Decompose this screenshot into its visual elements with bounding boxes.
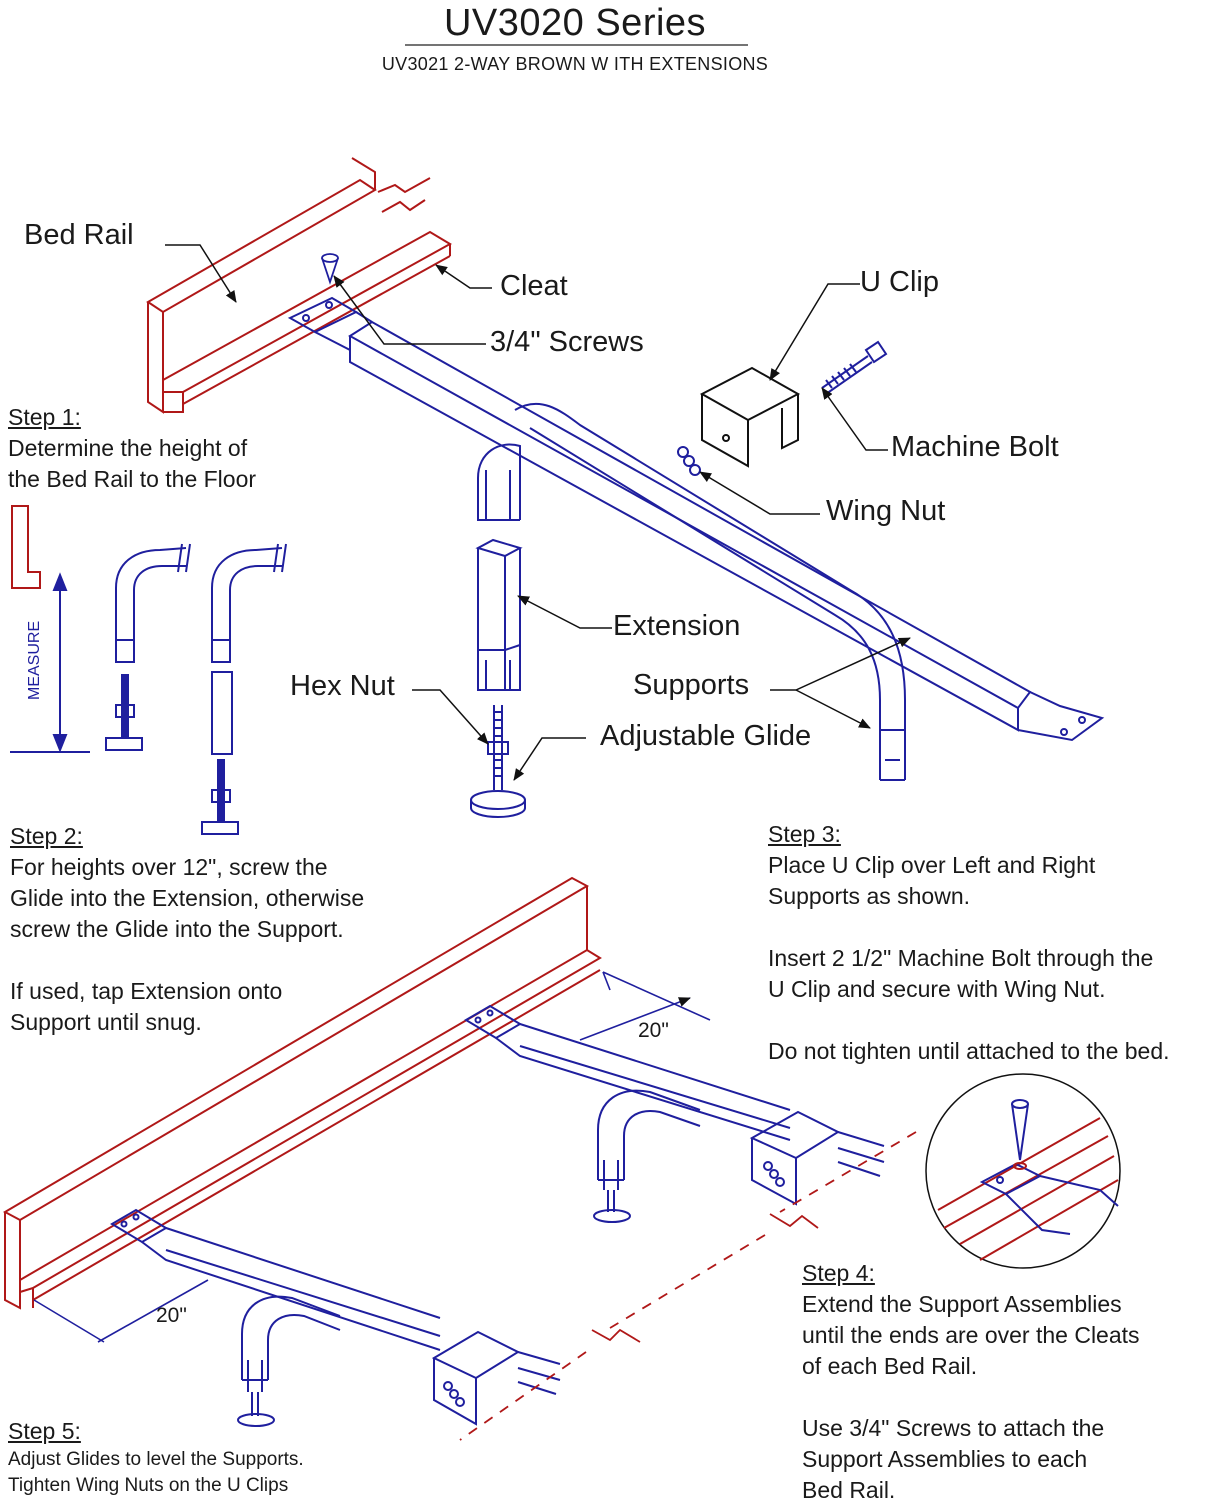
break-line — [459, 1131, 917, 1441]
step-4-line: Bed Rail. — [802, 1477, 896, 1500]
step-4-line: Support Assemblies to each — [802, 1446, 1088, 1472]
step-4: Step 4: Extend the Support Assemblies un… — [802, 1258, 1140, 1500]
step-4-heading: Step 4: — [802, 1260, 875, 1286]
machine-bolt-part — [821, 340, 888, 395]
dimension-upper: 20" — [638, 1019, 669, 1042]
step-4-line: Use 3/4" Screws to attach the — [802, 1415, 1105, 1441]
step-3-line: Insert 2 1/2" Machine Bolt through the — [768, 945, 1154, 971]
page-subtitle: UV3021 2-WAY BROWN W ITH EXTENSIONS — [381, 54, 769, 74]
label-bed-rail: Bed Rail — [24, 219, 134, 251]
step-5-line: Tighten Wing Nuts on the U Clips — [8, 1475, 289, 1496]
measure-diagram — [10, 505, 90, 753]
step-2-line: screw the Glide into the Support. — [10, 916, 344, 942]
step-4-spacer — [802, 1382, 1140, 1413]
wing-nut-part — [677, 446, 701, 476]
detail-circle — [925, 1073, 1121, 1269]
step-5: Step 5: Adjust Glides to level the Suppo… — [8, 1416, 304, 1499]
step-1-heading: Step 1: — [8, 404, 81, 430]
step-2-line: Glide into the Extension, otherwise — [10, 885, 365, 911]
label-u-clip: U Clip — [860, 266, 939, 298]
label-machine-bolt: Machine Bolt — [891, 431, 1059, 463]
support-arm-top — [287, 296, 1105, 781]
step-2: Step 2: For heights over 12", screw the … — [10, 821, 364, 1038]
step-2-line: Support until snug. — [10, 1009, 202, 1035]
label-cleat: Cleat — [500, 270, 568, 302]
label-measure: MEASURE — [26, 620, 43, 700]
extension-part — [475, 538, 523, 691]
adjustable-glide-part — [470, 705, 526, 818]
step-3-spacer — [768, 1005, 1170, 1036]
step-3-line: Do not tighten until attached to the bed… — [768, 1038, 1170, 1064]
label-adjustable-glide: Adjustable Glide — [600, 720, 812, 752]
u-clip-part — [699, 366, 801, 468]
step-3-spacer — [768, 912, 1170, 943]
label-extension: Extension — [613, 610, 741, 642]
dimension-lines — [33, 971, 711, 1343]
leg-tall-diagram — [201, 543, 287, 835]
leader-lines — [165, 244, 911, 781]
label-screws: 3/4" Screws — [490, 326, 644, 358]
dimension-lower: 20" — [156, 1304, 187, 1327]
step-5-line: Adjust Glides to level the Supports. — [8, 1449, 304, 1470]
label-hex-nut: Hex Nut — [290, 670, 395, 702]
step-2-line: For heights over 12", screw the — [10, 854, 328, 880]
step-3-line: Supports as shown. — [768, 883, 971, 909]
step-3-line: Place U Clip over Left and Right — [768, 852, 1096, 878]
page-title: UV3020 Series — [443, 2, 707, 44]
center-leg-top — [477, 443, 521, 521]
step-4-line: until the ends are over the Cleats — [802, 1322, 1140, 1348]
step-3: Step 3: Place U Clip over Left and Right… — [768, 819, 1170, 1067]
support-assembly-back — [464, 1004, 885, 1223]
label-supports: Supports — [633, 669, 750, 701]
step-2-spacer — [10, 945, 364, 976]
bed-rail-top — [146, 157, 453, 414]
step-5-heading: Step 5: — [8, 1418, 81, 1444]
leg-short-diagram — [105, 543, 191, 751]
step-1: Step 1: Determine the height of the Bed … — [8, 402, 256, 495]
support-assembly-front — [110, 1208, 561, 1427]
label-wing-nut: Wing Nut — [826, 495, 946, 527]
step-3-heading: Step 3: — [768, 821, 841, 847]
step-1-line: the Bed Rail to the Floor — [8, 466, 257, 492]
step-1-line: Determine the height of — [8, 435, 248, 461]
bed-rail-bottom — [2, 876, 602, 1310]
step-4-line: Extend the Support Assemblies — [802, 1291, 1122, 1317]
step-2-heading: Step 2: — [10, 823, 83, 849]
step-2-line: If used, tap Extension onto — [10, 978, 283, 1004]
screw-part-top — [321, 253, 339, 285]
step-4-line: of each Bed Rail. — [802, 1353, 978, 1379]
step-3-line: U Clip and secure with Wing Nut. — [768, 976, 1106, 1002]
